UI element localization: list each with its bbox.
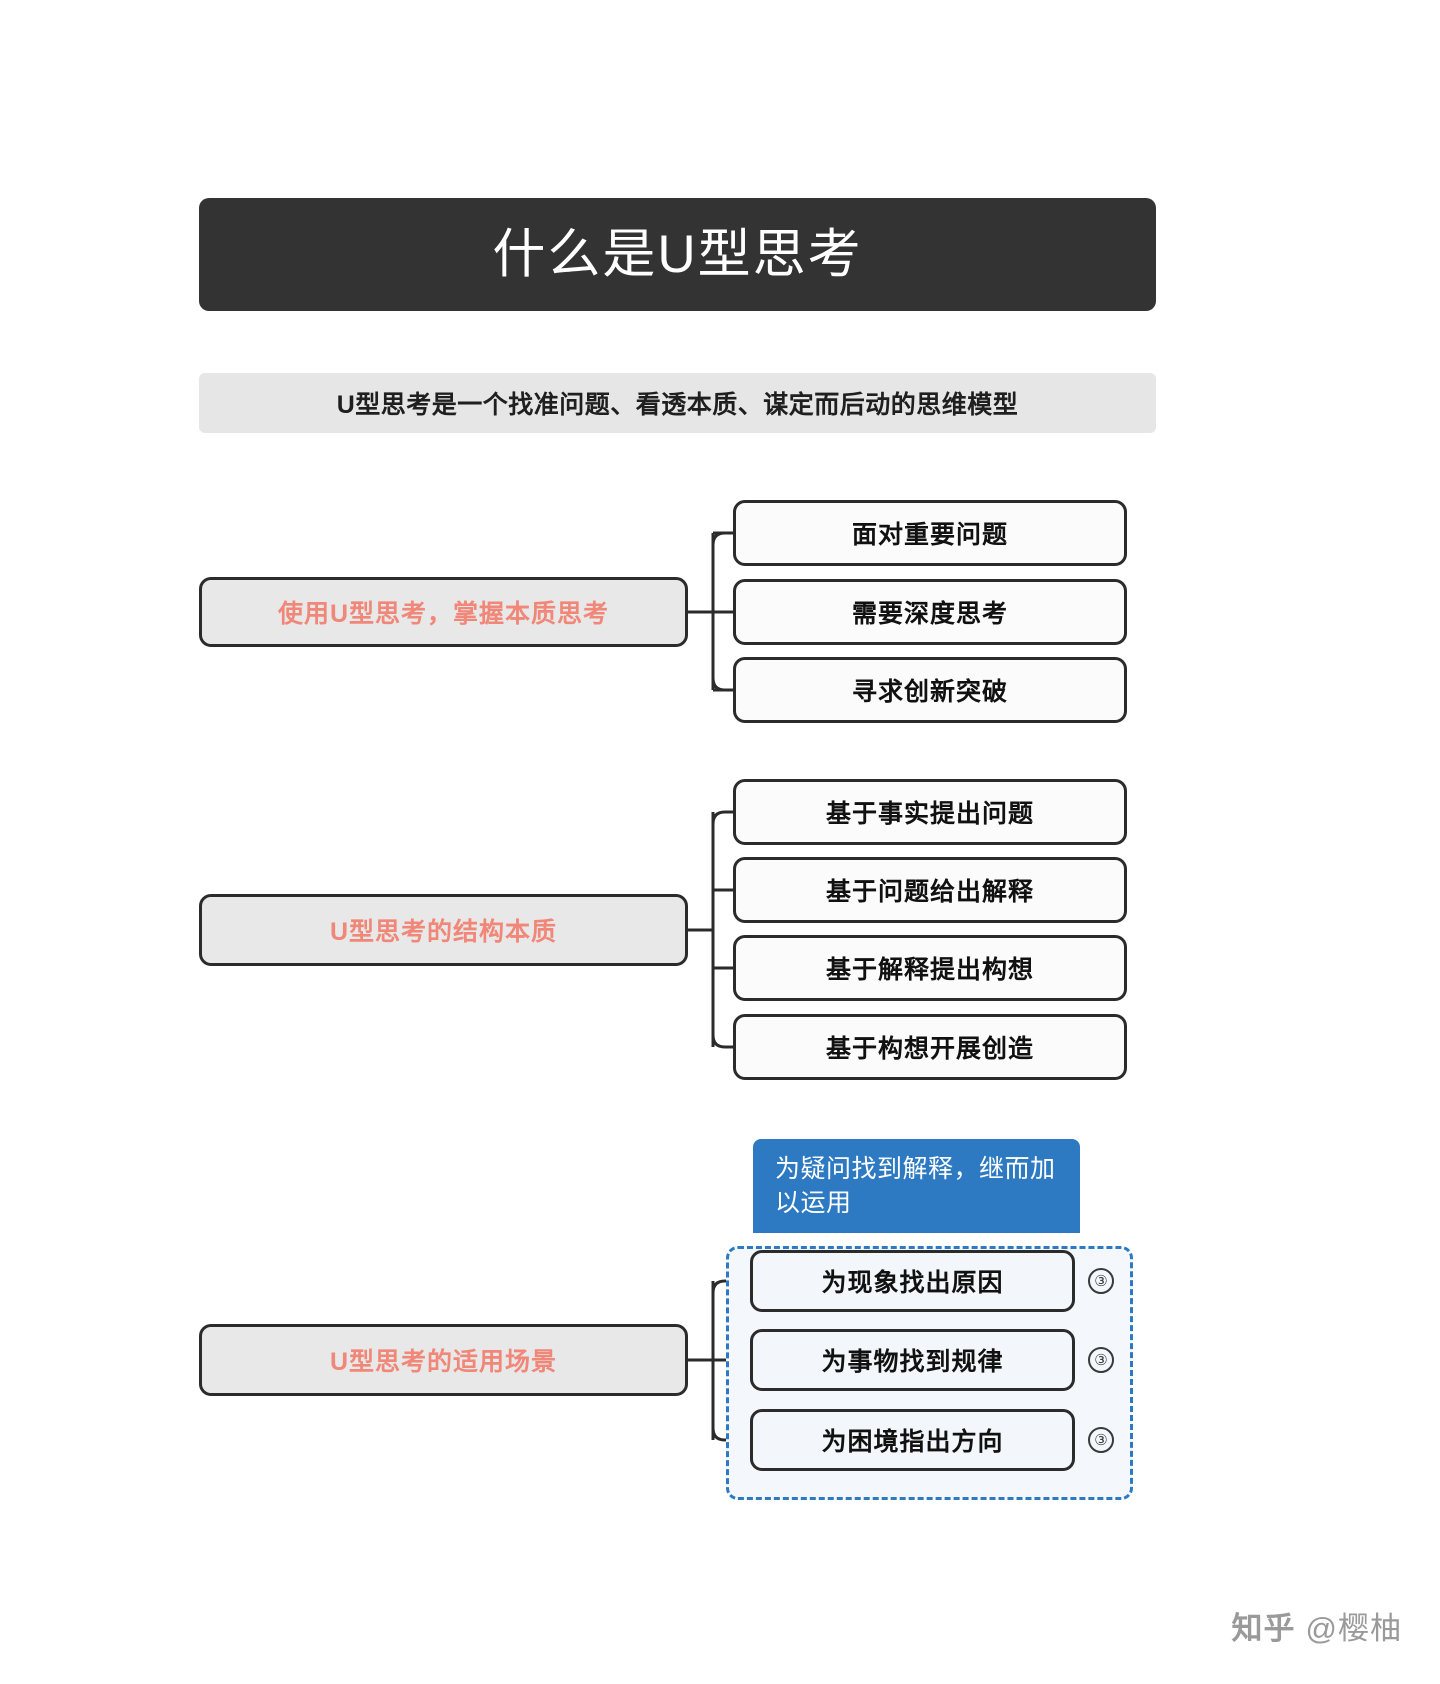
branch-label-usage: 使用U型思考，掌握本质思考 (277, 600, 610, 628)
leaf-node[interactable]: 面对重要问题 (733, 500, 1127, 566)
leaf-node[interactable]: 基于问题给出解释 (733, 857, 1127, 923)
branch-node-usage[interactable]: 使用U型思考，掌握本质思考 (199, 577, 688, 647)
branch-label-structure: U型思考的结构本质 (329, 918, 558, 946)
leaf-label: 寻求创新突破 (851, 678, 1008, 706)
leaf-node[interactable]: 为现象找出原因 (750, 1250, 1075, 1312)
marker-badge: ③ (1088, 1347, 1114, 1373)
leaf-node[interactable]: 基于解释提出构想 (733, 935, 1127, 1001)
marker-label: ③ (1094, 1272, 1108, 1290)
watermark: 知乎 @樱柚 (1232, 1603, 1402, 1648)
leaf-node[interactable]: 寻求创新突破 (733, 657, 1127, 723)
leaf-node[interactable]: 基于构想开展创造 (733, 1014, 1127, 1080)
leaf-node[interactable]: 为事物找到规律 (750, 1329, 1075, 1391)
callout-text: 为疑问找到解释，继而加以运用 (775, 1155, 1056, 1217)
branch-node-scenarios[interactable]: U型思考的适用场景 (199, 1324, 688, 1396)
subtitle-text: U型思考是一个找准问题、看透本质、谋定而后动的思维模型 (336, 391, 1019, 419)
marker-badge: ③ (1088, 1427, 1114, 1453)
callout-box-scenarios: 为疑问找到解释，继而加以运用 (753, 1139, 1080, 1233)
leaf-label: 为困境指出方向 (821, 1428, 1004, 1456)
page-title: 什么是U型思考 (492, 225, 863, 284)
leaf-label: 基于问题给出解释 (825, 878, 1034, 906)
branch-node-structure[interactable]: U型思考的结构本质 (199, 894, 688, 966)
leaf-label: 为事物找到规律 (821, 1348, 1004, 1376)
leaf-label: 基于构想开展创造 (825, 1035, 1034, 1063)
leaf-node[interactable]: 为困境指出方向 (750, 1409, 1075, 1471)
leaf-label: 为现象找出原因 (821, 1269, 1004, 1297)
watermark-handle: @樱柚 (1305, 1611, 1402, 1646)
subtitle-banner: U型思考是一个找准问题、看透本质、谋定而后动的思维模型 (199, 373, 1156, 433)
leaf-node[interactable]: 基于事实提出问题 (733, 779, 1127, 845)
leaf-label: 基于事实提出问题 (825, 800, 1034, 828)
leaf-label: 基于解释提出构想 (825, 956, 1034, 984)
marker-label: ③ (1094, 1351, 1108, 1369)
page-title-banner: 什么是U型思考 (199, 198, 1156, 311)
watermark-site: 知乎 (1231, 1611, 1296, 1646)
leaf-label: 需要深度思考 (851, 600, 1008, 628)
leaf-label: 面对重要问题 (851, 521, 1008, 549)
branch-label-scenarios: U型思考的适用场景 (329, 1348, 558, 1376)
marker-badge: ③ (1088, 1268, 1114, 1294)
leaf-node[interactable]: 需要深度思考 (733, 579, 1127, 645)
marker-label: ③ (1094, 1431, 1108, 1449)
